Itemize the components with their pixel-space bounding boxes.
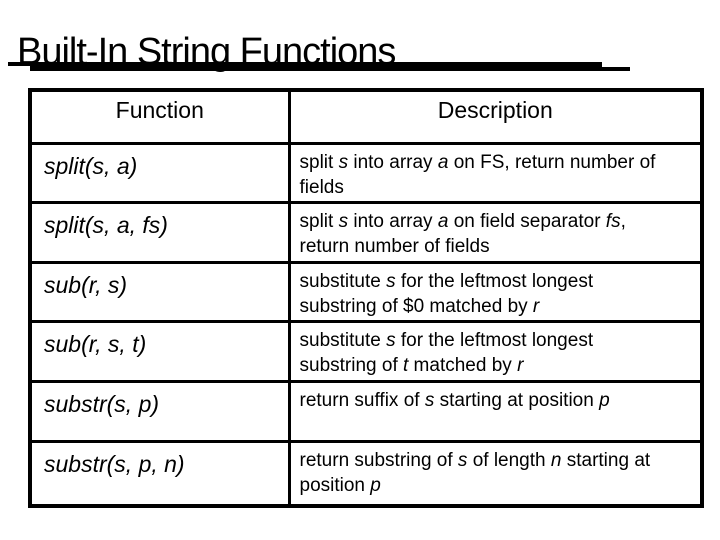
table-row: substr(s, p, n)return substring of s of … — [28, 439, 704, 508]
string-functions-table: Function Description split(s, a)split s … — [28, 88, 704, 508]
table-row: split(s, a)split s into array a on FS, r… — [28, 141, 704, 204]
function-cell: substr(s, p, n) — [28, 439, 291, 508]
title-underline-bar — [30, 62, 602, 71]
table-row: split(s, a, fs)split s into array a on f… — [28, 200, 704, 264]
column-header-function: Function — [28, 88, 291, 145]
function-cell: sub(r, s) — [28, 260, 291, 323]
description-cell: split s into array a on FS, return numbe… — [287, 141, 704, 204]
description-cell: split s into array a on field separator … — [287, 200, 704, 264]
description-cell: return suffix of s starting at position … — [287, 379, 704, 443]
function-cell: split(s, a, fs) — [28, 200, 291, 264]
function-cell: split(s, a) — [28, 141, 291, 204]
title-underline-right-tip — [602, 67, 630, 71]
table-row: sub(r, s, t)substitute s for the leftmos… — [28, 319, 704, 383]
description-cell: return substring of s of length n starti… — [287, 439, 704, 508]
table-header-row: Function Description — [28, 88, 704, 145]
function-cell: substr(s, p) — [28, 379, 291, 443]
column-header-description: Description — [287, 88, 704, 145]
title-underline-left-tip — [8, 62, 34, 66]
table-row: sub(r, s)substitute s for the leftmost l… — [28, 260, 704, 323]
function-cell: sub(r, s, t) — [28, 319, 291, 383]
table-row: substr(s, p)return suffix of s starting … — [28, 379, 704, 443]
table-body: split(s, a)split s into array a on FS, r… — [28, 141, 704, 508]
